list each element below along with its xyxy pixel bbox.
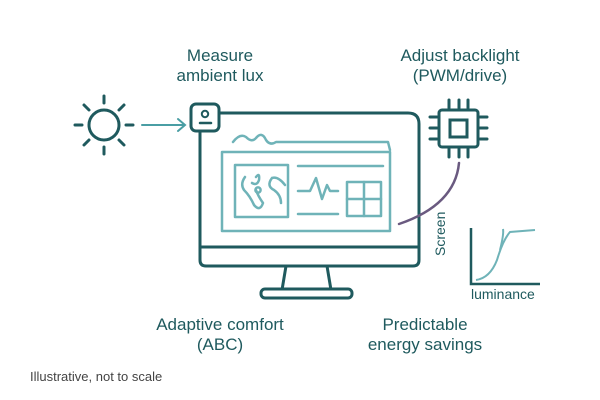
energy-label-line2: energy savings (367, 335, 483, 354)
chart-curve-secondary (499, 228, 505, 251)
adaptive-label-line1: Adaptive comfort (156, 315, 284, 334)
chart-curve (475, 229, 536, 281)
caption: Illustrative, not to scale (30, 369, 163, 384)
energy-label-line1: Predictable (382, 315, 468, 334)
adaptive-label: Adaptive comfort (ABC) (130, 315, 310, 355)
pulse-icon (296, 176, 340, 201)
chip-icon (428, 98, 489, 159)
monitor-icon (198, 111, 421, 300)
luminance-chart (469, 228, 540, 286)
grid-icon (345, 180, 383, 218)
chart-xlabel: luminance (471, 286, 535, 302)
arrow-icon (141, 118, 187, 132)
adjust-label-line2: (PWM/drive) (412, 66, 508, 85)
connector-line (397, 161, 461, 226)
energy-label: Predictable energy savings (345, 315, 505, 355)
adjust-label-line1: Adjust backlight (400, 46, 520, 65)
map-icon (233, 163, 290, 219)
measure-label-line1: Measure (186, 46, 254, 65)
screen-content (220, 133, 392, 233)
adaptive-label-line2: (ABC) (196, 335, 244, 354)
measure-label: Measure ambient lux (160, 46, 280, 86)
chart-ylabel: Screen (432, 211, 448, 256)
chart-axes (469, 228, 540, 286)
light-sensor-icon (189, 102, 221, 133)
sun-icon (73, 94, 135, 156)
measure-label-line2: ambient lux (176, 66, 264, 85)
adjust-label: Adjust backlight (PWM/drive) (380, 46, 540, 86)
